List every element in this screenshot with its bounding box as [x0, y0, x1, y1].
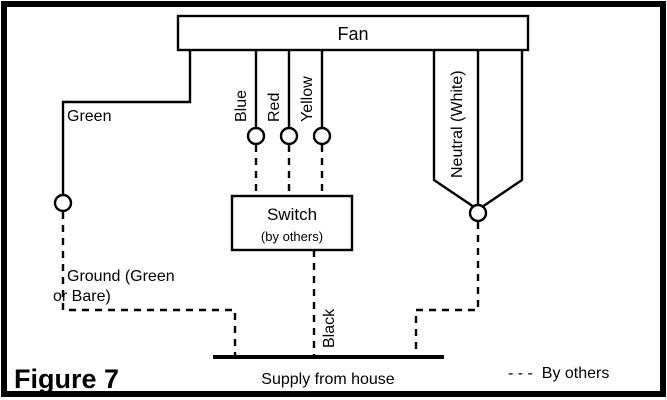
neutral-wire-right — [481, 50, 524, 208]
switch-box — [230, 194, 354, 252]
red-terminal — [279, 126, 299, 146]
yellow-terminal — [312, 126, 332, 146]
supply-label: Supply from house — [261, 371, 395, 388]
neutral-wire-label: Neutral (White) — [449, 70, 466, 178]
black-wire-label: Black — [321, 308, 338, 348]
green-wire — [61, 50, 192, 196]
yellow-wire-label: Yellow — [299, 76, 316, 122]
switch-sublabel: (by others) — [261, 229, 323, 244]
neutral-wire-left — [432, 50, 475, 208]
ground-dashed-wire — [61, 212, 237, 356]
red-wire-label: Red — [266, 93, 283, 122]
figure-title: Figure 7 — [14, 364, 119, 394]
neutral-dashed-wire — [414, 222, 480, 356]
green-wire-label: Green — [67, 108, 111, 125]
neutral-terminal — [468, 203, 488, 223]
blue-terminal — [246, 126, 266, 146]
ground-terminal — [53, 193, 73, 213]
blue-wire-label: Blue — [233, 90, 250, 122]
ground-label-line2: or Bare) — [53, 288, 111, 305]
legend-label: - - - By others — [508, 365, 609, 382]
switch-label: Switch — [267, 205, 317, 224]
fan-box — [176, 14, 530, 52]
fan-label: Fan — [337, 24, 368, 44]
ground-label-line1: Ground (Green — [67, 268, 175, 285]
